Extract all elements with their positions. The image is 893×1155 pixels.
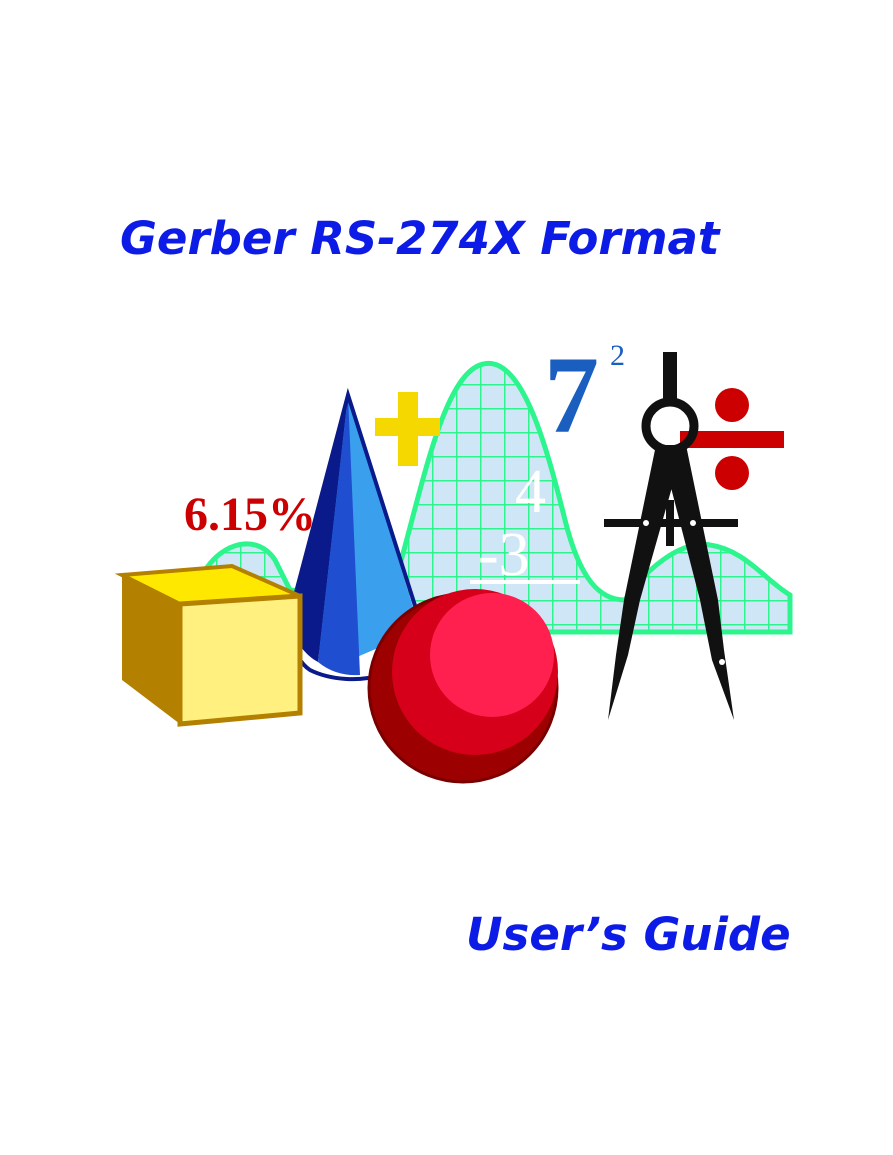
minus-three: -3 [478, 521, 530, 589]
plus-sign-icon [375, 392, 440, 466]
cube-icon [114, 563, 303, 727]
exponent: 2 [610, 339, 625, 372]
sphere-icon [367, 589, 559, 784]
cone-icon [287, 387, 421, 682]
base-numeral: 7 [544, 334, 599, 456]
page-subtitle: User’s Guide [466, 908, 791, 961]
page-title: Gerber RS-274X Format [120, 212, 720, 265]
digit-four: 4 [515, 458, 546, 526]
divide-sign-icon [680, 388, 784, 490]
percent-label: 6.15% [184, 488, 316, 541]
compass-icon [604, 352, 738, 720]
